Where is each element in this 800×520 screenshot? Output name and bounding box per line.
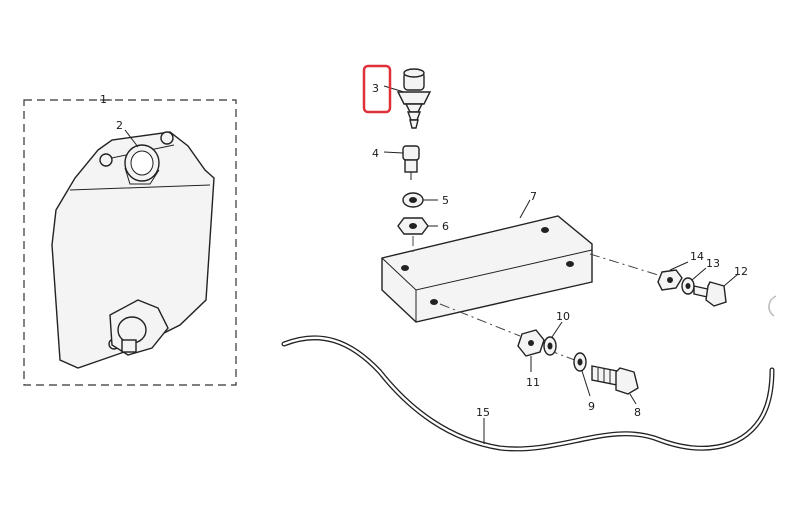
callout-leader-2 bbox=[124, 129, 139, 148]
callout-leader-8 bbox=[629, 393, 637, 405]
nozzle-body bbox=[402, 145, 420, 180]
jet-nozzle bbox=[396, 68, 432, 129]
washer-reservoir bbox=[51, 131, 215, 369]
callout-7: 7 bbox=[530, 190, 537, 203]
callout-3: 3 bbox=[372, 82, 379, 95]
reservoir-group-frame bbox=[23, 99, 237, 386]
bolt-8 bbox=[591, 365, 639, 395]
callout-leader-10 bbox=[551, 321, 563, 338]
filler-neck bbox=[124, 144, 160, 185]
callout-9: 9 bbox=[588, 400, 595, 413]
callout-6: 6 bbox=[442, 220, 449, 233]
pump-connector bbox=[109, 299, 169, 356]
washer-9 bbox=[573, 352, 587, 372]
callout-leader-4 bbox=[383, 151, 404, 154]
nut-14 bbox=[657, 269, 683, 291]
edge-mark bbox=[768, 295, 777, 317]
bolt-12 bbox=[693, 281, 727, 307]
callout-leader-14 bbox=[669, 261, 689, 271]
callout-5: 5 bbox=[442, 194, 449, 207]
mounting-bracket bbox=[381, 215, 593, 323]
callout-14: 14 bbox=[690, 250, 704, 263]
callout-12: 12 bbox=[734, 265, 748, 278]
washer-13 bbox=[681, 277, 695, 295]
callout-10: 10 bbox=[556, 310, 570, 323]
callout-leader-9 bbox=[581, 370, 591, 397]
callout-15: 15 bbox=[476, 406, 490, 419]
callout-11: 11 bbox=[526, 376, 540, 389]
nut-11 bbox=[517, 329, 545, 357]
callout-leader-13 bbox=[691, 267, 707, 281]
nut-5 bbox=[402, 192, 424, 208]
nut-6 bbox=[397, 217, 429, 235]
callout-2: 2 bbox=[116, 119, 123, 132]
callout-leader-3 bbox=[383, 85, 405, 93]
callout-1: 1 bbox=[100, 93, 107, 106]
callout-leader-12 bbox=[723, 273, 739, 287]
assembly-line-right bbox=[589, 253, 669, 279]
washer-hose-inner bbox=[282, 336, 774, 451]
callout-8: 8 bbox=[634, 406, 641, 419]
highlight-box-3 bbox=[362, 64, 392, 114]
washer-10 bbox=[543, 336, 557, 356]
callout-4: 4 bbox=[372, 147, 379, 160]
callout-13: 13 bbox=[706, 257, 720, 270]
callout-leader-7 bbox=[519, 199, 531, 219]
